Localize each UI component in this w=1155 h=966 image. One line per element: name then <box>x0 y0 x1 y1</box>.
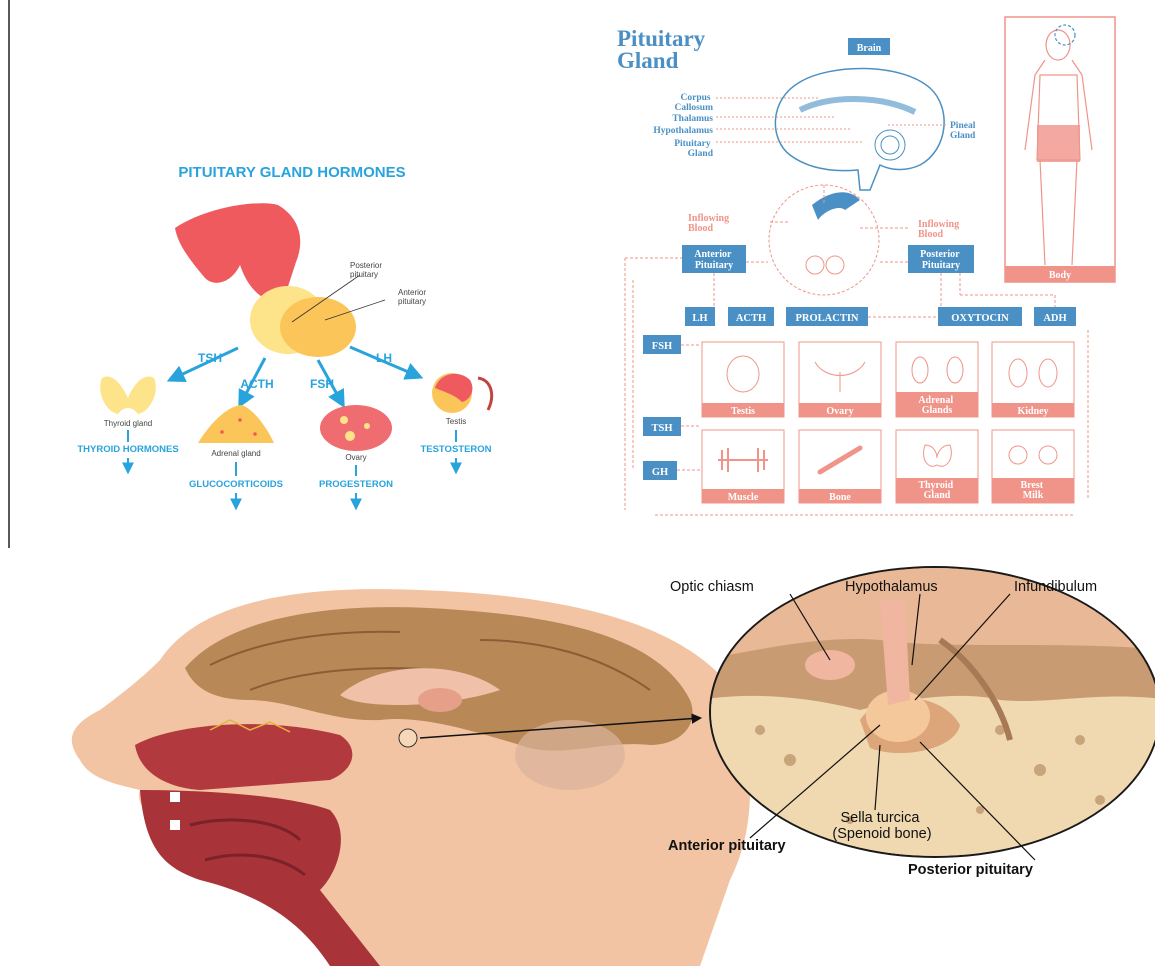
adrenal-gland-shape <box>198 405 274 443</box>
breast-milk-target: Brest Milk <box>1020 480 1045 501</box>
testis-target: Testis <box>731 406 755 417</box>
thyroid-gland-target: Thyroid Gland <box>918 480 955 501</box>
testis-label: Testis <box>446 417 466 426</box>
acth-arrow-label: ACTH <box>240 377 273 391</box>
prolactin-box: PROLACTIN <box>795 313 858 324</box>
kidney-target: Kidney <box>1017 406 1048 417</box>
adrenal-glands-target: Adrenal Glands <box>918 395 955 416</box>
hypothalamus-label-brain: Hypothalamus <box>653 126 713 136</box>
testosteron-output: TESTOSTERON <box>420 444 491 455</box>
thalamus-label: Thalamus <box>672 114 713 124</box>
infundibulum-label: Infundibulum <box>1014 579 1097 595</box>
tsh-arrow-label: TSH <box>198 351 222 365</box>
anterior-pituitary-shape <box>280 297 356 357</box>
lh-box: LH <box>692 313 707 324</box>
tsh-box: TSH <box>651 423 672 434</box>
pathway-title: Pituitary Gland <box>617 26 711 73</box>
hormones-title: PITUITARY GLAND HORMONES <box>178 164 405 181</box>
brain-box-label: Brain <box>857 43 882 54</box>
fsh-arrow-label: FSH <box>310 377 334 391</box>
gh-box: GH <box>652 467 668 478</box>
adh-box: ADH <box>1043 313 1066 324</box>
ovary-target: Ovary <box>826 406 853 417</box>
glucocorticoids-output: GLUCOCORTICOIDS <box>189 479 283 490</box>
anatomy-panel: Optic chiasm Hypothalamus Infundibulum S… <box>72 560 1155 966</box>
ovary-shape <box>320 405 392 451</box>
svg-text:Anterior Pituitary: Anterior Pituitary <box>694 249 734 271</box>
adrenal-gland-label: Adrenal gland <box>211 449 260 458</box>
posterior-pituitary-anatomy-label: Posterior pituitary <box>908 862 1033 878</box>
pathway-panel: Pituitary Gland Brain Corpus Callosum Th… <box>617 17 1115 515</box>
acth-box: ACTH <box>736 313 766 324</box>
pituitary-gland-label: Pituitary Gland <box>674 139 713 159</box>
thyroid-hormones-output: THYROID HORMONES <box>77 444 178 455</box>
inflowing-blood-left: Inflowing Blood <box>688 213 732 234</box>
muscle-target: Muscle <box>728 492 759 503</box>
hypothalamus-label: Hypothalamus <box>845 579 938 595</box>
oxytocin-box: OXYTOCIN <box>951 313 1009 324</box>
progesteron-output: PROGESTERON <box>319 479 393 490</box>
inflowing-blood-right: Inflowing Blood <box>918 219 962 240</box>
pituitary-location <box>399 729 417 747</box>
sella-turcica-label: Sella turcica (Spenoid bone) <box>832 810 931 842</box>
svg-text:Posterior Pituitary: Posterior Pituitary <box>920 249 962 271</box>
lh-arrow-label: LH <box>376 351 392 365</box>
thyroid-gland-label: Thyroid gland <box>104 419 152 428</box>
bone-target: Bone <box>829 492 851 503</box>
nasal-cavity <box>135 724 352 790</box>
body-box-label: Body <box>1049 270 1071 281</box>
anterior-pituitary-anatomy-label: Anterior pituitary <box>668 838 786 854</box>
pineal-gland-label: Pineal Gland <box>950 121 978 141</box>
optic-chiasm-label: Optic chiasm <box>670 579 754 595</box>
ovary-label: Ovary <box>345 453 366 462</box>
corpus-callosum-label: Corpus Callosum <box>674 93 713 113</box>
thyroid-gland-shape <box>100 376 156 414</box>
fsh-box: FSH <box>652 341 672 352</box>
